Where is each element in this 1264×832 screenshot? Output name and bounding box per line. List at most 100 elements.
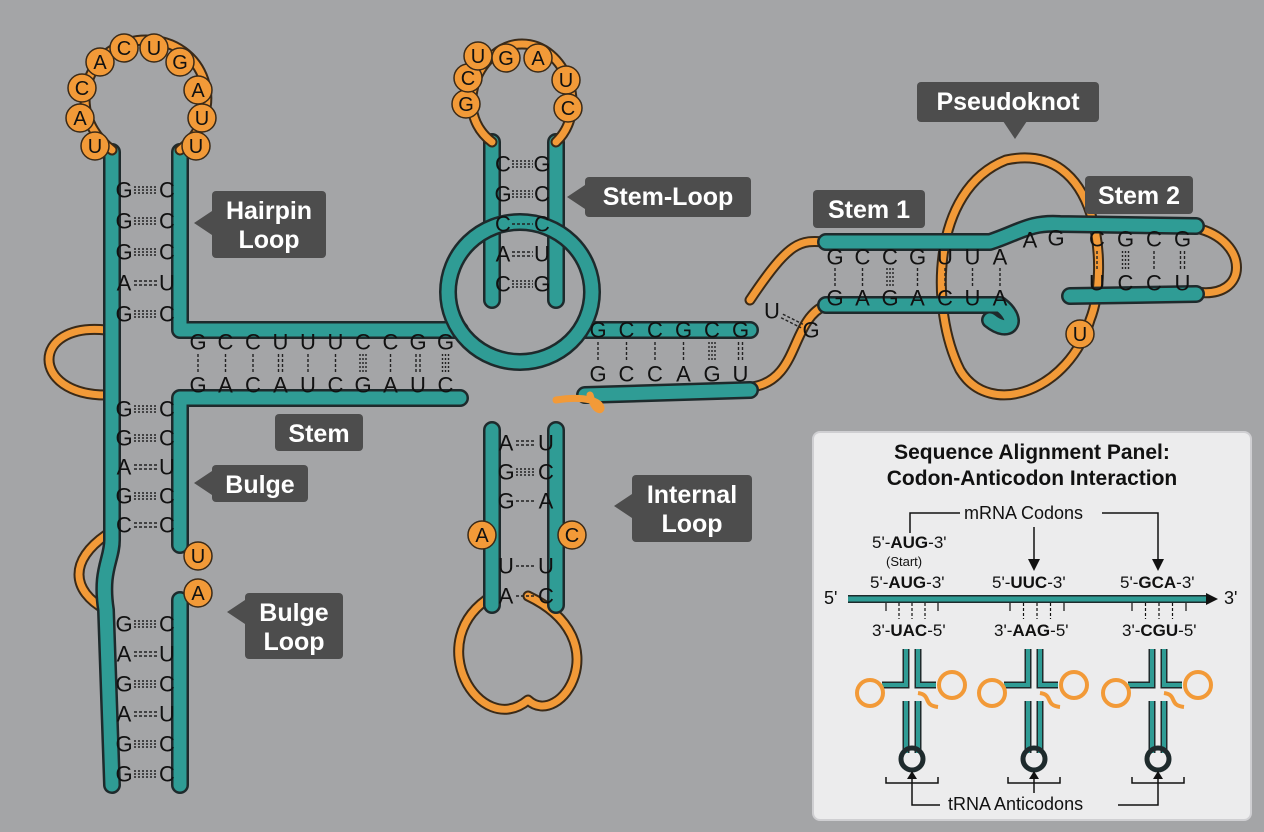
lower-pair-3-bond <box>134 492 157 500</box>
hairpin-base-6-letter: G <box>172 52 188 74</box>
upper-pair-3-left: A <box>117 271 132 296</box>
stem-loop-pair-4-bond <box>512 280 533 288</box>
middle-stem-top-4: U <box>300 330 316 355</box>
stem2-top-1: G <box>1117 227 1134 252</box>
bottom-pair-4-right: C <box>159 732 175 757</box>
mini-trna-2 <box>1101 649 1213 784</box>
stem1-bond-2 <box>886 268 894 287</box>
sequence-alignment-panel: Sequence Alignment Panel: Codon-Anticodo… <box>812 431 1252 821</box>
middle-stem-bond-8 <box>415 354 421 373</box>
mrna-codons-label: mRNA Codons <box>960 503 1088 524</box>
anticodon-1-suffix: -5' <box>927 621 946 640</box>
anticodon-1-prefix: 3'- <box>872 621 891 640</box>
panel-title-line2: Codon-Anticodon Interaction <box>886 467 1178 490</box>
stem-loop-pair-2-left: C <box>495 212 511 237</box>
stem-loop-base-3: G <box>491 43 521 73</box>
upper-pair-1-bond <box>134 217 157 225</box>
start-codon: 5'-AUG-3' <box>872 533 947 553</box>
internal-loop-base-0: A <box>467 520 497 550</box>
right-stem-top-1: C <box>619 318 635 343</box>
internal-loop-base-0-circle <box>467 520 497 550</box>
stem1-top-3: G <box>909 245 926 270</box>
upper-pair-0-left: G <box>115 178 132 203</box>
codon-2-prefix: 5'- <box>992 573 1011 592</box>
pseudoknot-callout-pointer <box>1003 121 1027 139</box>
pseudoknot-callout: Pseudoknot <box>917 82 1099 122</box>
lower-hairpin-bottom-pair-1-right: C <box>538 584 554 609</box>
stem1-bottom-1: A <box>855 286 870 311</box>
hairpin-base-4-letter: C <box>117 38 131 60</box>
middle-stem-bottom-4: U <box>300 373 316 398</box>
stem-loop-base-6: C <box>553 93 583 123</box>
codon-1-bases: AUG <box>888 573 927 592</box>
stem1-top-1: C <box>855 245 871 270</box>
stem-loop-pair-1-right: C <box>534 182 550 207</box>
hairpin-base-4-circle <box>109 33 139 63</box>
anticodon-3-prefix: 3'- <box>1122 621 1141 640</box>
anticodon-2-prefix: 3'- <box>994 621 1013 640</box>
middle-stem-bottom-9: C <box>438 373 454 398</box>
internal-loop-base-1: C <box>557 520 587 550</box>
internal-loop-base-1-circle <box>557 520 587 550</box>
middle-stem-bottom-6: G <box>354 373 371 398</box>
five-prime-label: 5' <box>824 588 838 608</box>
mini-trna-1-right-loop <box>1059 670 1089 700</box>
anticodon-1-bases: UAC <box>890 621 928 640</box>
hairpin-base-8-circle <box>187 103 217 133</box>
mini-trna-1-body <box>1004 649 1058 753</box>
lower-hairpin-top-pair-0-right: U <box>538 431 554 456</box>
hairpin-base-5-letter: U <box>147 38 161 60</box>
mini-trna-1-left-loop <box>977 678 1007 708</box>
stem-loop-pair-3-left: A <box>496 242 511 267</box>
right-stem-top-5: G <box>732 318 749 343</box>
mini-trna-0 <box>855 649 967 784</box>
stem1-bottom-0: G <box>826 286 843 311</box>
upper-pair-4-bond <box>134 310 157 318</box>
bulge-base-1-circle <box>183 578 213 608</box>
middle-stem-bottom-7: A <box>383 373 398 398</box>
right-stem-bottom-strand <box>578 383 757 402</box>
middle-stem-top-1: C <box>218 330 234 355</box>
hairpin-base-8-letter: U <box>195 108 209 130</box>
wobble-pair-bond-line-1 <box>780 317 802 329</box>
stem2-top-0: C <box>1089 227 1105 252</box>
bottom-pair-2-right: C <box>159 672 175 697</box>
hairpin-base-3: A <box>85 47 115 77</box>
lower-pair-4-right: C <box>159 513 175 538</box>
mrna-arrow-2-head <box>1028 559 1040 571</box>
stem-loop-pair-1-bond <box>512 190 533 198</box>
stem-loop-pair-1-left: G <box>494 182 511 207</box>
lower-hairpin-top-pair-2-left: G <box>497 489 514 514</box>
lower-pair-4-left: C <box>116 513 132 538</box>
mini-trna-0-variable-loop <box>917 691 939 709</box>
codon-3-suffix: -3' <box>1176 573 1195 592</box>
stem-loop-base-2-letter: U <box>471 46 485 68</box>
bulge-loop-callout: Bulge Loop <box>245 593 343 659</box>
upper-pair-2-bond <box>134 248 157 256</box>
right-stem-bottom-4: G <box>703 362 720 387</box>
stem2-bottom-3: U <box>1175 271 1191 296</box>
hairpin-base-9-letter: U <box>189 136 203 158</box>
stem-loop-pair-4-right: G <box>533 272 550 297</box>
mrna-arrow-3-head <box>1152 559 1164 571</box>
stem-loop-base-1-letter: C <box>461 68 475 90</box>
middle-stem-top-8: G <box>409 330 426 355</box>
bottom-pair-3-bond <box>134 711 157 717</box>
hairpin-base-5: U <box>139 33 169 63</box>
bottom-pair-1-left: A <box>117 642 132 667</box>
codon-2-suffix: -3' <box>1047 573 1066 592</box>
codon-3-prefix: 5'- <box>1120 573 1139 592</box>
anticodon-3-bases: CGU <box>1140 621 1179 640</box>
hairpin-loop-callout: Hairpin Loop <box>212 191 326 258</box>
right-stem-bottom-1: C <box>619 362 635 387</box>
stem2-bottom-0: U <box>1089 271 1105 296</box>
bottom-pair-3-left: A <box>117 702 132 727</box>
mini-trna-0-body <box>882 649 936 753</box>
stem1-stem2-top-strand <box>819 217 1203 249</box>
hairpin-base-0-circle <box>80 131 110 161</box>
stem-loop-callout-pointer <box>567 185 585 209</box>
stem-callout: Stem <box>275 414 363 451</box>
bottom-pair-2-left: G <box>115 672 132 697</box>
stem1-top-4: U <box>937 245 953 270</box>
